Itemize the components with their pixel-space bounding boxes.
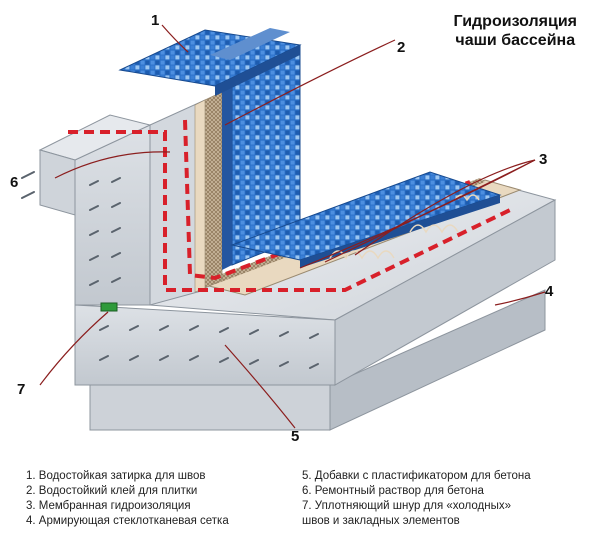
adhesive-pattern [329, 194, 480, 260]
callout-1: 1 [151, 12, 160, 29]
legend-left: 1. Водостойкая затирка для швов 2. Водос… [26, 469, 229, 529]
wall-layers [194, 91, 223, 293]
membrane-line [68, 119, 511, 292]
callout-2: 2 [397, 39, 406, 56]
callout-3: 3 [539, 151, 548, 168]
legend-item-5: 5. Добавки с пластификатором для бетона [302, 470, 531, 482]
callout-6: 6 [10, 174, 19, 191]
legend-right: 5. Добавки с пластификатором для бетона … [302, 469, 531, 529]
callout-7: 7 [17, 381, 26, 398]
leader-lines [39, 24, 546, 429]
diagram-title: Гидроизоляция чаши бассейна [454, 12, 577, 50]
callout-4: 4 [545, 283, 554, 300]
rebar-marks [21, 171, 319, 369]
title-line-2: чаши бассейна [455, 32, 576, 49]
legend-item-7: 7. Уплотняющий шнур для «холодных» [302, 500, 512, 512]
callout-5: 5 [291, 428, 300, 445]
legend-item-6: 6. Ремонтный раствор для бетона [302, 485, 484, 497]
foundation-footing [89, 289, 546, 431]
legend-item-7-cont: швов и закладных элементов [302, 515, 460, 527]
legend-item-1: 1. Водостойкая затирка для швов [26, 470, 206, 482]
sealing-cord [100, 302, 118, 312]
title-line-1: Гидроизоляция [453, 13, 577, 30]
legend-item-4: 4. Армирующая стеклотканевая сетка [26, 515, 229, 527]
tile-coping [118, 28, 302, 96]
legend-item-3: 3. Мембранная гидроизоляция [26, 500, 191, 512]
legend-item-2: 2. Водостойкий клей для плитки [26, 485, 198, 497]
